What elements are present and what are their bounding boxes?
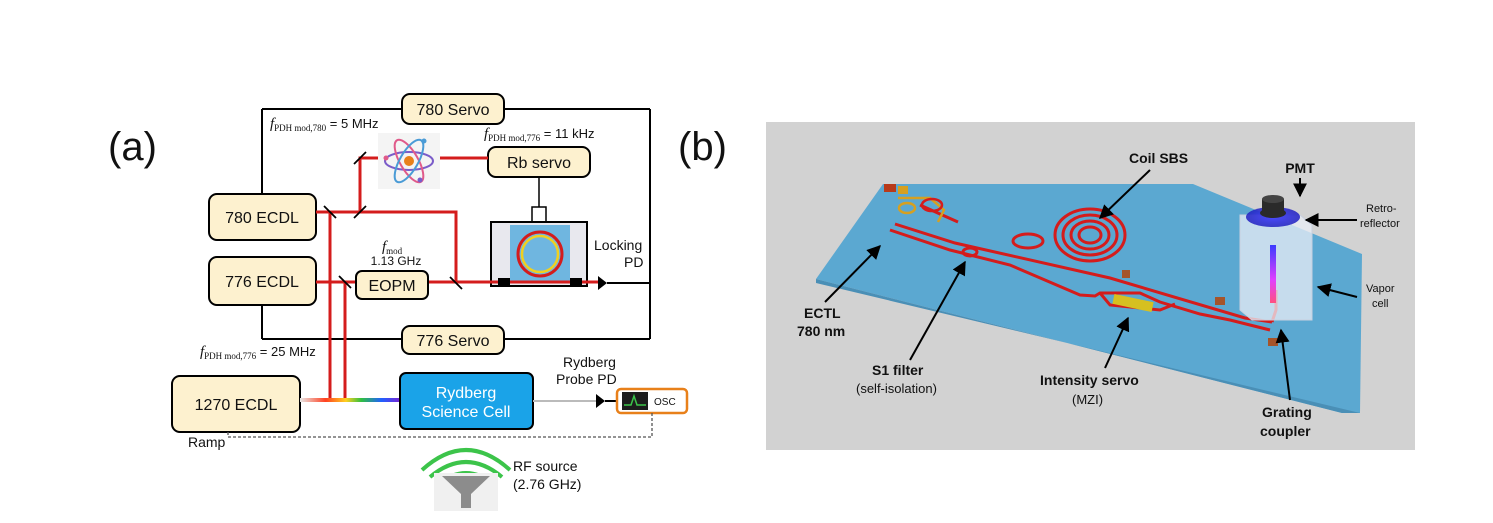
ecdl-776-label: 776 ECDL	[225, 274, 299, 291]
servo-776-box	[401, 325, 505, 355]
locking-pd-icon	[598, 276, 607, 290]
f-mod: fmod	[382, 239, 403, 256]
f-pdh-776-bottom: fPDH mod,776 = 25 MHz	[200, 344, 316, 361]
eopm-box	[355, 270, 429, 300]
ramp-label: Ramp	[188, 434, 226, 450]
rf-source-line1: RF source	[513, 458, 578, 474]
rydberg-probe-line2: Probe PD	[556, 371, 617, 387]
ecdl-780-box	[208, 193, 317, 241]
laser-beams	[316, 156, 598, 399]
cavity-cell	[490, 221, 588, 287]
panel-a: (a) 780 Servo fPDH mod,780 = 5 MHz fPDH …	[108, 93, 689, 511]
atom-icon	[378, 133, 440, 189]
grating-label-1: Grating	[1262, 404, 1312, 420]
rf-horn-icon	[420, 448, 512, 511]
probe-pd-icon	[596, 394, 605, 408]
rb-servo-label: Rb servo	[507, 155, 571, 172]
ectl-label-1: ECTL	[804, 305, 841, 321]
s1-label-2: (self-isolation)	[856, 381, 937, 396]
f-mod-value: 1.13 GHz	[371, 254, 422, 268]
panel-b-label: (b)	[678, 125, 727, 169]
ecdl-780-label: 780 ECDL	[225, 210, 299, 227]
retro-label-2: reflector	[1360, 218, 1400, 230]
ramp-line	[227, 413, 653, 438]
ecdl-1270-label: 1270 ECDL	[195, 397, 278, 414]
vapor-label-2: cell	[1372, 298, 1389, 310]
rydberg-cell-line2: Science Cell	[422, 404, 511, 421]
intensity-label-1: Intensity servo	[1040, 372, 1139, 388]
eopm-label: EOPM	[368, 278, 415, 295]
panel-a-label: (a)	[108, 125, 157, 169]
locking-pd-line2: PD	[624, 254, 643, 270]
coil-sbs-label: Coil SBS	[1129, 150, 1188, 166]
ecdl-1270-box	[171, 375, 301, 433]
f-pdh-780: fPDH mod,780 = 5 MHz	[270, 116, 379, 133]
retro-label-1: Retro-	[1366, 203, 1397, 215]
rf-source-line2: (2.76 GHz)	[513, 476, 581, 492]
locking-pd-line1: Locking	[594, 237, 642, 253]
ectl-label-2: 780 nm	[797, 323, 845, 339]
pmt-label: PMT	[1285, 160, 1315, 176]
osc-label: OSC	[654, 397, 676, 408]
probe-beam	[1270, 245, 1276, 303]
mirrors	[323, 151, 463, 290]
rydberg-probe-line1: Rydberg	[563, 354, 616, 370]
heater-pads	[884, 184, 1278, 346]
servo-776-label: 776 Servo	[417, 333, 490, 350]
combined-beam	[300, 398, 402, 402]
grating-label-2: coupler	[1260, 423, 1311, 439]
intensity-label-2: (MZI)	[1072, 392, 1103, 407]
panel-b: (b)	[678, 122, 1415, 450]
rydberg-cell-line1: Rydberg	[436, 385, 496, 402]
servo-780-box	[401, 93, 505, 125]
pmt-icon	[1262, 199, 1284, 215]
s1-label-1: S1 filter	[872, 362, 924, 378]
f-pdh-776-top: fPDH mod,776 = 11 kHz	[484, 126, 595, 143]
vapor-label-1: Vapor	[1366, 283, 1395, 295]
servo-780-label: 780 Servo	[417, 102, 490, 119]
